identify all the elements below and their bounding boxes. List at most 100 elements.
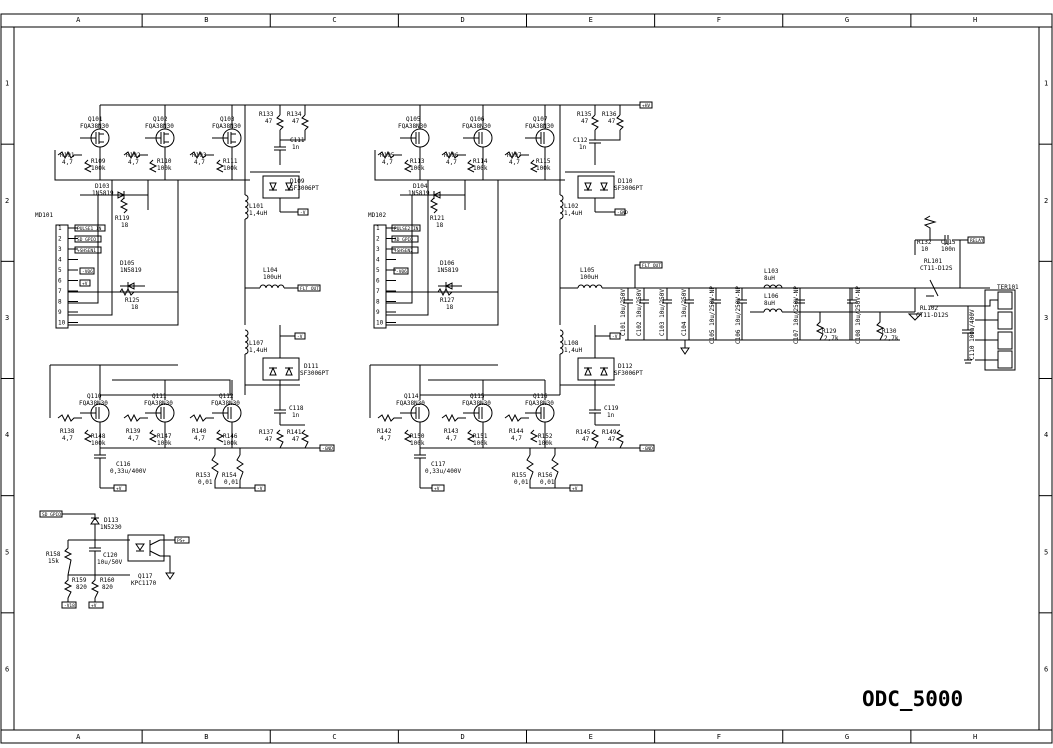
c119-val: 1n [607,412,615,419]
r142-ref: R142 [377,428,392,435]
gate-resistors-top-right: R105 4,7 R113 100k R106 4,7 R114 100k R1… [374,150,565,181]
d110-part: SF3006PT [614,185,643,192]
column-zone-label: G [845,733,849,741]
r154-val: 0,01 [224,479,239,486]
d113-ref: D113 [104,517,119,524]
diode-d103: D103 1N5819 R119 18 [80,180,149,229]
column-zone-label: E [589,16,593,24]
mosfet-q116: Q116 FQA38N30 [525,393,555,448]
output-rc: R129 2,7k R130 2,7k [790,288,900,342]
snubber-left-bottom: -GND R137 47 R141 47 [259,424,335,452]
c107-label: C107 10u/250V-NP [793,286,800,344]
column-zone-label: C [332,16,336,24]
c104-label: C104 10u/250V [681,289,688,336]
r113-ref: R113 [410,158,425,165]
d109-part: SF3006PT [290,185,319,192]
r149-val: 47 [608,436,616,443]
filter-caps [623,288,857,355]
md101-pin: 9 [58,309,62,316]
rl101-ref: RL101 [924,258,942,265]
r150-val: 100k [410,440,425,447]
r106-ref: R106 [444,152,459,159]
gate-resistors-bottom-left: R138 4,7 R148 100k R139 4,7 R147 100k R1… [57,413,260,449]
r132-ref: R132 [917,239,932,246]
r121-ref: R121 [430,215,445,222]
r149-ref: R149 [602,429,617,436]
r110-val: 100k [157,165,172,172]
q112-ref: Q112 [219,393,234,400]
r144-ref: R144 [509,428,524,435]
d112-ref: D112 [618,363,633,370]
md102-pin: 6 [376,278,380,285]
c118-val: 1n [292,412,300,419]
r133-val: 47 [265,118,273,125]
shunt-left: -V R153 0,01 R154 0,01 [196,448,266,492]
net-gnd-b: -V [257,486,263,492]
inductor-l106: L106 8uH [750,293,915,313]
mosfet-q111: Q111 FQA38N30 [144,393,175,448]
r102-val: 4,7 [128,159,139,166]
r130-val: 2,7k [884,335,899,342]
d103-part: 1N5819 [92,190,114,197]
r148-ref: R148 [91,433,106,440]
l106-ref: L106 [764,293,779,300]
d103-ref: D103 [95,183,110,190]
q101-ref: Q101 [88,116,103,123]
column-zone-label: E [589,733,593,741]
mosfet-q114: Q114 FQA38N30 [396,393,430,448]
d111-part: SF3006PT [300,370,329,377]
net-q-src-a: +V [116,486,122,492]
c115-val: 100n [941,246,956,253]
r153-val: 0,01 [198,479,213,486]
row-zone-label: 3 [5,314,9,322]
r119-ref: R119 [115,215,130,222]
column-zone-label: H [973,733,977,741]
hv-bus: +HV [99,101,653,120]
row-zone-label: 5 [5,548,9,556]
r101-val: 4,7 [62,159,73,166]
r158-ref: R158 [46,551,61,558]
d104-part: 1N5819 [408,190,430,197]
r134-ref: R134 [287,111,302,118]
row-zone-label: 2 [5,197,9,205]
md102-pin: 9 [376,309,380,316]
md101-pin: 10 [58,320,66,327]
mosfet-q103: Q103 FQA38N30 [212,116,242,172]
q107-ref: Q107 [533,116,548,123]
r143-ref: R143 [444,428,459,435]
d106-part: 1N5819 [437,267,459,274]
row-zone-label: 2 [1044,197,1048,205]
mosfet-q115: Q115 FQA38N30 [462,393,493,448]
r115-val: 100k [536,165,551,172]
md101-pin: 7 [58,288,62,295]
l104-ref: L104 [263,267,278,274]
r106-val: 4,7 [446,159,457,166]
c111-ref: C111 [290,137,305,144]
net-pw-a: -GND [322,446,333,452]
mosfet-q101: Q101 FQA38N30 [80,116,110,172]
q103-part: FQA38N30 [212,123,241,130]
r103-ref: R103 [192,152,207,159]
ter101-ref: TER101 [997,284,1019,291]
net-q-src-b: +V [434,486,440,492]
r114-val: 100k [473,165,488,172]
c115-ref: C115 [941,239,956,246]
r101-ref: R101 [60,152,75,159]
row-zone-label: 1 [5,80,9,88]
r135-val: 47 [581,118,589,125]
r109-val: 100k [91,165,106,172]
cap-c116: +V C116 0,33u/400V [94,448,147,492]
l107-val: 1,4uH [249,347,267,354]
md101-pin: 4 [58,257,62,264]
r146-val: 100k [223,440,238,447]
row-zone-label: 1 [1044,80,1048,88]
diode-pair-d110: -GND D110 SF3006PT [565,171,643,216]
md101-pin: 8 [58,299,62,306]
r160-ref: R160 [100,577,115,584]
md101-pin: 1 [58,225,62,232]
q102-ref: Q102 [153,116,168,123]
c111-val: 1n [292,144,300,151]
shunt-right: +V R155 0,01 R156 0,01 [512,448,583,492]
column-zone-label: A [76,16,81,24]
